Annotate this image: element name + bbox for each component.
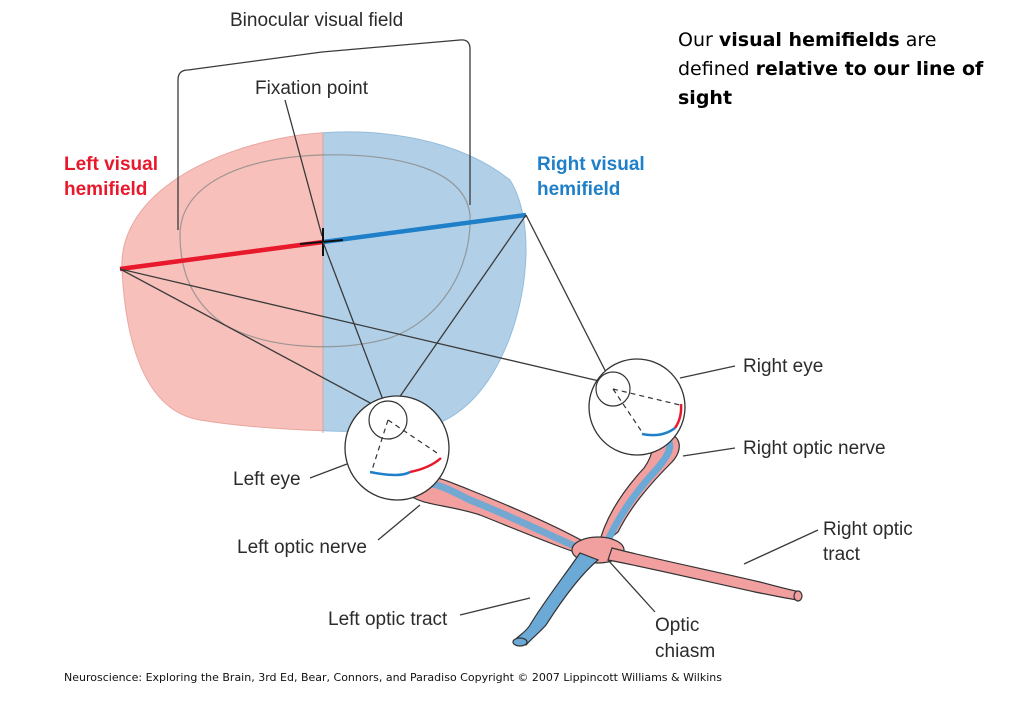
right-visual-hemifield-label: Right visual hemifield [537,154,650,200]
left-hemifield-line [119,239,324,272]
right-visual-hemifield-region [323,131,527,433]
fixation-pointer [284,99,323,237]
note-text-1: Our [678,29,719,51]
projection-lines [119,214,613,421]
credit-line: Neuroscience: Exploring the Brain, 3rd E… [64,671,722,684]
left-visual-hemifield-region [121,132,323,432]
right-visual-hemifield-line2: hemifield [537,179,620,200]
right-optic-tract-line2: tract [823,544,861,565]
left-eye-label: Left eye [233,469,301,490]
binocular-visual-field-label: Binocular visual field [230,10,403,31]
note-bold-1: visual hemifields [718,29,900,51]
left-optic-nerve-label: Left optic nerve [237,537,367,558]
note-bold-2: relative to our line of sight [678,58,984,109]
note-text-2: are defined [678,29,937,80]
left-eye [344,395,450,501]
left-visual-hemifield-line1: Left visual [64,154,158,175]
binocular-bracket [177,39,471,230]
left-optic-tract-label: Left optic tract [328,609,448,630]
left-visual-hemifield-label: Left visual hemifield [64,154,163,200]
fixation-point-label: Fixation point [255,78,369,99]
right-visual-hemifield-line1: Right visual [537,154,645,175]
right-eye-label: Right eye [743,356,823,377]
hemifield-note: Our visual hemifields are defined relati… [678,26,998,113]
right-eye [588,358,686,456]
leader-lines [309,365,819,616]
left-visual-hemifield-line2: hemifield [64,179,147,200]
left-optic-tract-shape [514,552,600,646]
right-hemifield-line [322,212,527,245]
optic-pathway [409,432,803,647]
right-optic-nerve-label: Right optic nerve [743,438,886,459]
optic-chiasm-line2: chiasm [655,641,715,662]
visual-field [121,131,527,433]
right-optic-tract-label: Right optic tract [823,519,918,565]
optic-chiasm-line1: Optic [655,615,699,636]
optic-chiasm-label: Optic chiasm [655,615,715,662]
right-optic-tract-line1: Right optic [823,519,913,540]
